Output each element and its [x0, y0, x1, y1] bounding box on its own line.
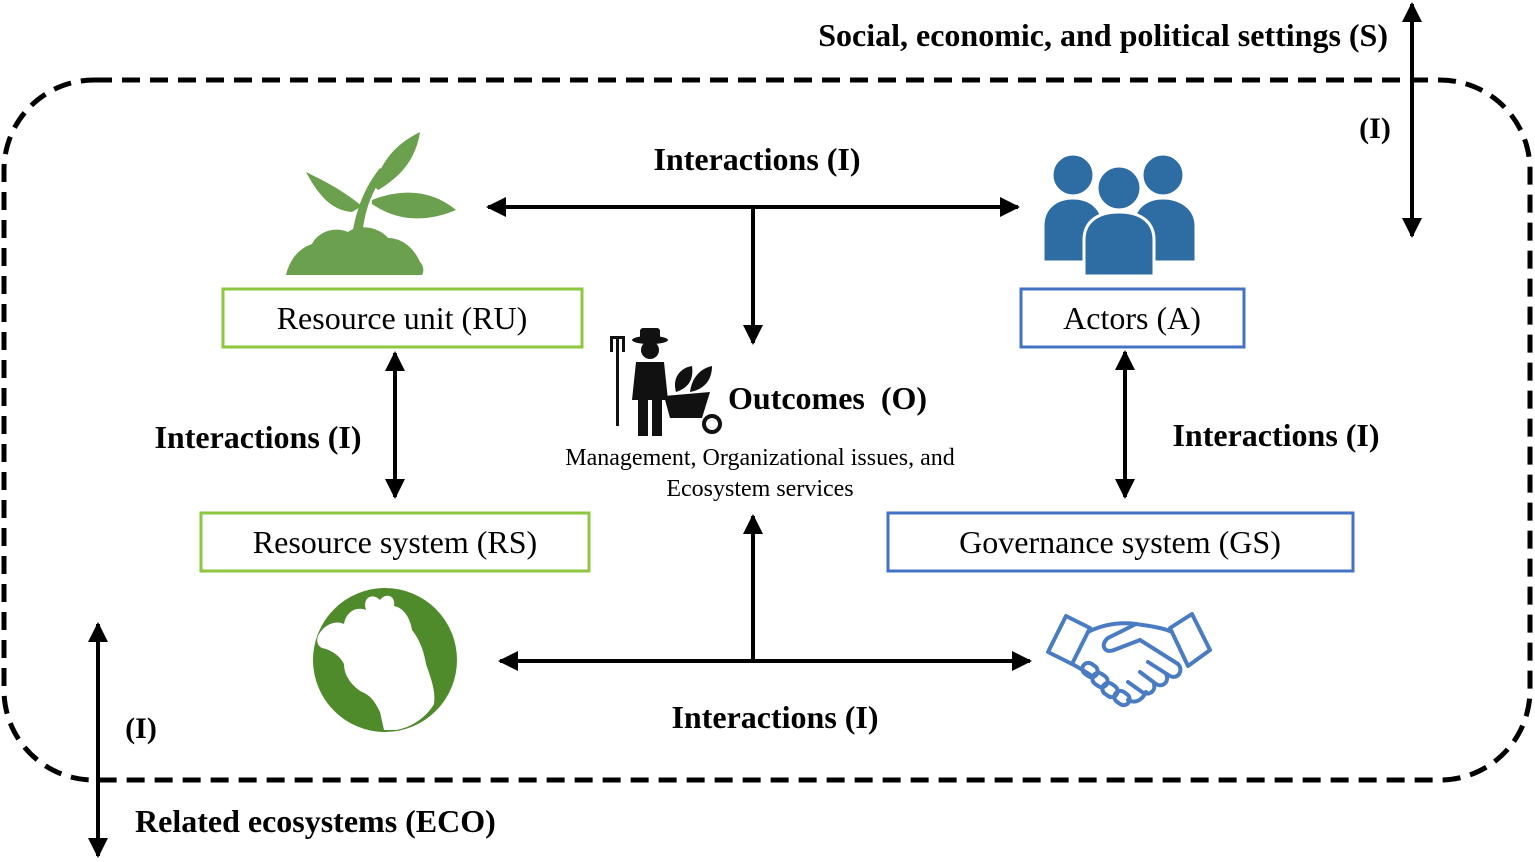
outcomes-line-1: Management, Organizational issues, and [565, 445, 954, 471]
governance-system-box: Governance system (GS) [886, 511, 1355, 573]
interaction-label-top: Interactions (I) [653, 141, 860, 177]
governance-system-label: Governance system (GS) [959, 524, 1281, 560]
interaction-label-eco: (I) [125, 712, 157, 745]
resource-unit-label: Resource unit (RU) [277, 300, 528, 336]
outcomes-line-2: Ecosystem services [666, 476, 853, 502]
resource-system-label: Resource system (RS) [253, 524, 537, 560]
actors-label: Actors (A) [1063, 300, 1201, 336]
interaction-label-right: Interactions (I) [1172, 417, 1379, 453]
interaction-label-settings: (I) [1359, 112, 1391, 145]
cow-icon [313, 588, 457, 732]
eco-label: Related ecosystems (ECO) [135, 803, 496, 839]
farmer-icon [610, 328, 722, 436]
resource-system-box: Resource system (RS) [199, 511, 591, 573]
resource-unit-box: Resource unit (RU) [221, 287, 584, 349]
actors-box: Actors (A) [1019, 287, 1246, 349]
people-icon [1041, 152, 1198, 278]
interaction-label-left: Interactions (I) [154, 419, 361, 455]
outcomes-title: Outcomes (O) [728, 380, 927, 416]
handshake-icon [1046, 612, 1212, 708]
plant-icon [286, 132, 456, 275]
system-boundary [1, 77, 1533, 783]
settings-label: Social, economic, and political settings… [818, 17, 1388, 53]
interaction-label-bottom: Interactions (I) [671, 699, 878, 735]
